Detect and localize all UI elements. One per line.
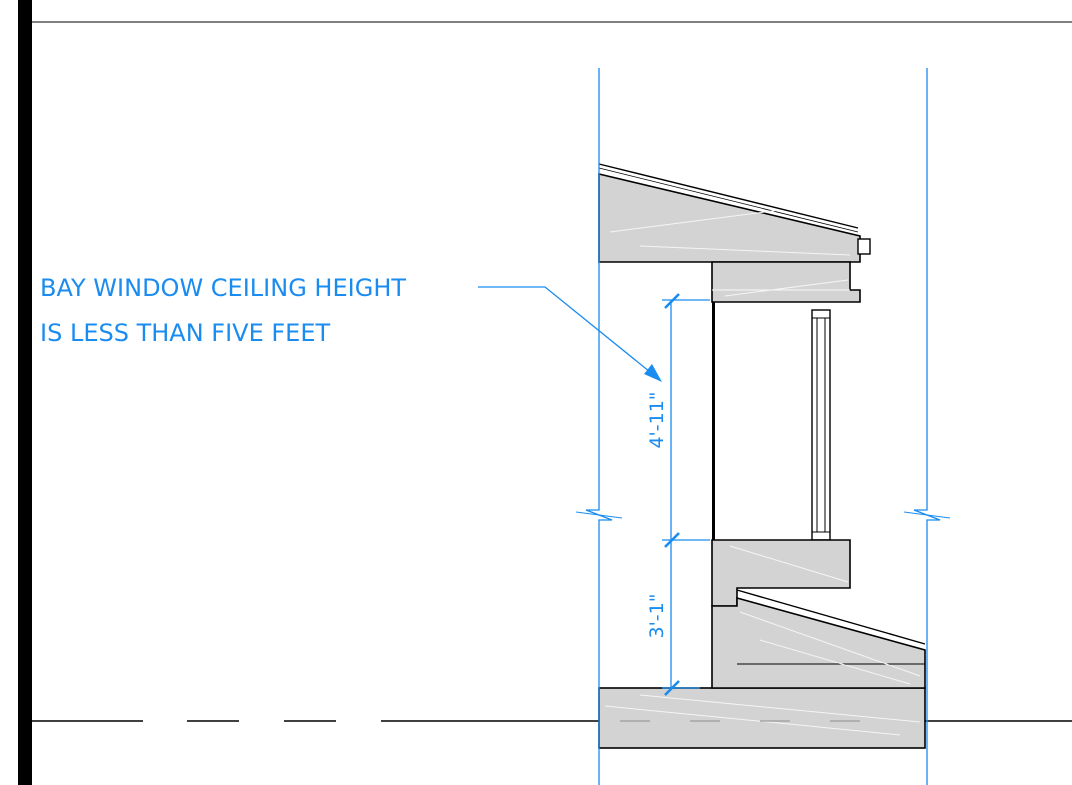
annotation-leader bbox=[478, 286, 656, 377]
break-tick-right bbox=[903, 511, 951, 519]
exterior-wall bbox=[712, 262, 715, 688]
dimension-lower-label: 3'-1" bbox=[646, 594, 668, 639]
dim-tick-bottom bbox=[664, 680, 680, 696]
sheet-left-border bbox=[18, 0, 32, 785]
bay-skirt bbox=[711, 589, 926, 689]
leader-arrowhead bbox=[644, 364, 662, 382]
window-sill bbox=[711, 539, 851, 607]
annotation-line-2: IS LESS THAN FIVE FEET bbox=[40, 319, 331, 347]
foundation-slab bbox=[598, 687, 926, 749]
break-tick-left bbox=[575, 511, 623, 519]
window-unit bbox=[811, 309, 831, 541]
dimension-upper-label: 4'-11" bbox=[646, 391, 668, 448]
bay-window-roof bbox=[598, 163, 871, 303]
annotation-line-1: BAY WINDOW CEILING HEIGHT bbox=[40, 274, 406, 302]
dim-tick-top bbox=[664, 293, 680, 309]
vertical-dimension bbox=[662, 293, 710, 696]
dim-tick-middle bbox=[664, 532, 680, 548]
